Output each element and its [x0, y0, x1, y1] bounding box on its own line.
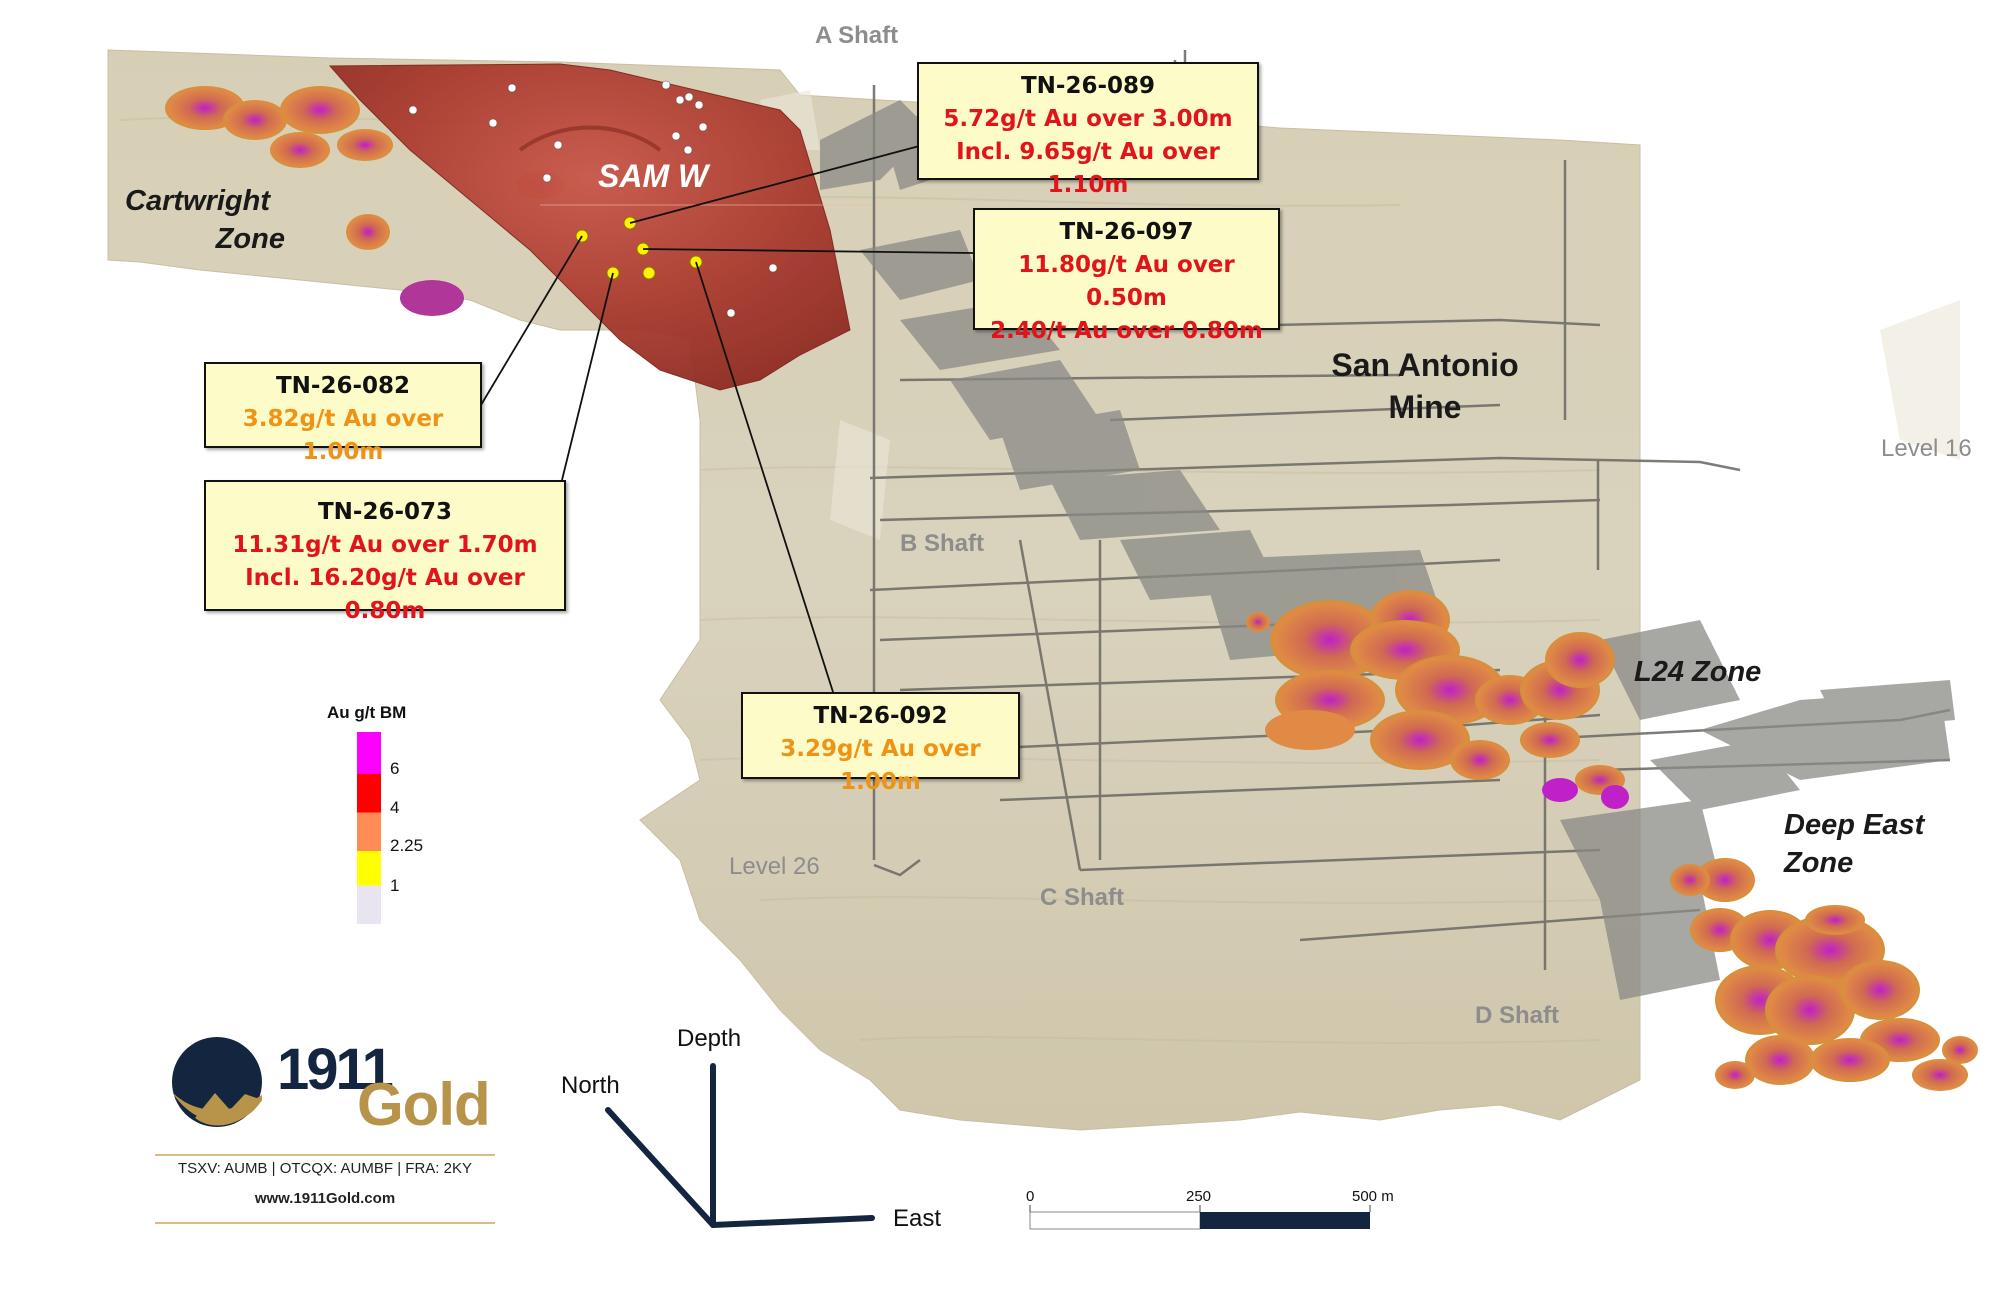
callout-tn-26-082: TN-26-082 3.82g/t Au over 1.00m [204, 362, 482, 465]
logo-number: 1911 [277, 1037, 394, 1102]
legend-color-bar [357, 732, 381, 924]
callout-result: 5.72g/t Au over 3.00m [943, 106, 1233, 132]
level-26-label: Level 26 [729, 853, 820, 880]
callout-result: 3.29g/t Au over 1.00m [780, 736, 981, 795]
east-axis-label: East [893, 1205, 942, 1232]
deep-east-label-line2: Zone [1784, 847, 1854, 879]
mine-label-line1: San Antonio [1331, 347, 1519, 383]
callout-tn-26-092: TN-26-092 3.29g/t Au over 1.00m [741, 692, 1020, 795]
cartwright-label-line2: Zone [215, 223, 285, 255]
scale-bar [1029, 1205, 1371, 1230]
sam-w-label: SAM W [598, 158, 709, 194]
company-website: www.1911Gold.com [254, 1190, 396, 1207]
ticker-symbols: TSXV: AUMB | OTCQX: AUMBF | FRA: 2KY [178, 1160, 472, 1177]
cartwright-zone-label: Cartwright Zone [110, 182, 285, 258]
callout-result: 3.82g/t Au over 1.00m [242, 406, 444, 465]
c-shaft-label: C Shaft [1040, 884, 1124, 911]
callout-hole-id: TN-26-073 [317, 499, 453, 525]
b-shaft-label: B Shaft [900, 530, 984, 557]
callout-hole-id: TN-26-089 [1020, 73, 1156, 99]
l24-zone-label: L24 Zone [1634, 656, 1762, 688]
d-shaft-label: D Shaft [1475, 1002, 1559, 1029]
callout-result: 11.31g/t Au over 1.70m [232, 532, 538, 558]
san-antonio-mine-label: San Antonio Mine [1320, 344, 1530, 428]
logo-word: Gold [357, 1071, 491, 1138]
drill-collars [408, 80, 778, 318]
legend-title: Au g/t BM [327, 703, 407, 722]
depth-axis-label: Depth [677, 1025, 742, 1052]
callout-tn-26-073: TN-26-073 11.31g/t Au over 1.70m Incl. 1… [204, 480, 566, 624]
orientation-axes [605, 1063, 875, 1228]
callout-hole-id: TN-26-092 [813, 703, 948, 729]
1911-gold-logo-mark [172, 1037, 262, 1127]
callout-result: 2.40/t Au over 0.80m [990, 318, 1263, 344]
callout-hole-id: TN-26-082 [275, 373, 411, 399]
deep-east-zone-label: Deep East Zone [1784, 806, 1924, 882]
callout-result: Incl. 16.20g/t Au over 0.80m [245, 565, 525, 624]
scale-label-500m: 500 m [1352, 1188, 1394, 1205]
callout-hole-id: TN-26-097 [1059, 219, 1194, 245]
legend-value-6: 6 [390, 759, 400, 778]
scale-label-0: 0 [1026, 1188, 1035, 1205]
a-shaft-label: A Shaft [815, 22, 899, 49]
scale-label-250: 250 [1186, 1188, 1212, 1205]
callout-leaders [477, 139, 974, 693]
deep-east-label-line1: Deep East [1784, 809, 1925, 841]
legend-value-2-25: 2.25 [390, 836, 424, 855]
legend-value-1: 1 [390, 876, 400, 895]
callout-result: Incl. 9.65g/t Au over 1.10m [956, 139, 1220, 198]
callout-tn-26-097: TN-26-097 11.80g/t Au over 0.50m 2.40/t … [973, 208, 1280, 344]
mine-label-line2: Mine [1388, 389, 1462, 425]
callout-tn-26-089: TN-26-089 5.72g/t Au over 3.00m Incl. 9.… [917, 62, 1259, 198]
callout-result: 11.80g/t Au over 0.50m [1018, 252, 1235, 311]
legend-value-4: 4 [390, 798, 400, 817]
l24-ore-bodies [1246, 590, 1629, 809]
sam-w-body [328, 63, 851, 391]
stope-clusters [820, 100, 1955, 1000]
deep-east-ore-bodies [1670, 858, 1978, 1091]
level-16-label: Level 16 [1881, 435, 1972, 462]
north-axis-label: North [561, 1072, 620, 1099]
cartwright-label-line1: Cartwright [125, 185, 270, 217]
